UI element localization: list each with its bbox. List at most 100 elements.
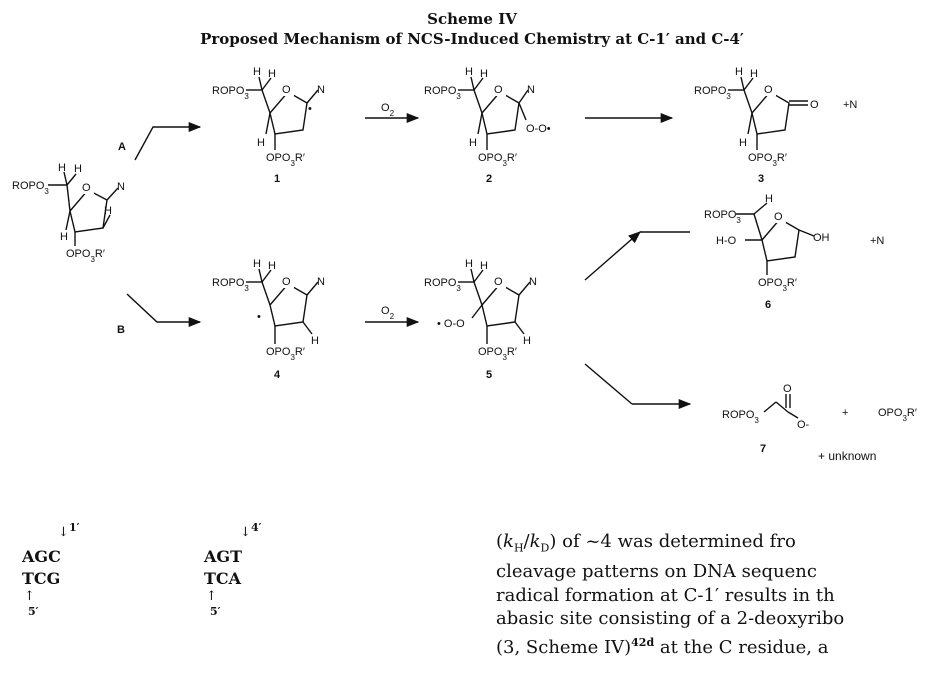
strand-right-arrow: ↑ bbox=[206, 589, 217, 604]
o2-arrow-bottom: O2 bbox=[365, 305, 420, 328]
svg-text:A: A bbox=[118, 141, 126, 153]
svg-text:H: H bbox=[469, 137, 477, 149]
o2-arrow-top: O2 bbox=[365, 102, 420, 124]
site-4-label: 4′ bbox=[251, 521, 262, 534]
svg-text:OPO3R′: OPO3R′ bbox=[266, 152, 305, 168]
ring-o: O bbox=[82, 182, 91, 194]
svg-text:H: H bbox=[480, 68, 488, 80]
seq-right-bottom: TCA bbox=[204, 569, 242, 588]
svg-text:H: H bbox=[104, 205, 112, 217]
svg-text:H: H bbox=[750, 68, 758, 80]
site-1-arrow: ↓ bbox=[58, 525, 69, 540]
compound-4-label: 4 bbox=[274, 369, 281, 381]
svg-text:O: O bbox=[282, 276, 291, 288]
svg-text:O: O bbox=[810, 99, 819, 111]
svg-text:O2: O2 bbox=[381, 305, 395, 321]
compound-3-label: 3 bbox=[758, 173, 764, 185]
svg-text:ROPO3: ROPO3 bbox=[424, 277, 461, 293]
svg-text:H: H bbox=[268, 68, 276, 80]
compound-6: O OH H-O ROPO3 H OPO3R′ 6 +N bbox=[704, 193, 884, 311]
svg-text:H: H bbox=[311, 335, 319, 347]
svg-text:H: H bbox=[74, 163, 82, 175]
svg-text:O: O bbox=[774, 211, 783, 223]
svg-text:N: N bbox=[317, 84, 325, 96]
svg-text:H: H bbox=[739, 137, 747, 149]
strand-left-arrow: ↑ bbox=[24, 589, 35, 604]
strand-left-label: 5′ bbox=[28, 605, 39, 618]
compound-5: O N H • O-O ROPO3 H H OPO3R′ 5 bbox=[424, 258, 537, 381]
seq-right-top: AGT bbox=[204, 547, 242, 566]
svg-text:ROPO3: ROPO3 bbox=[722, 409, 759, 425]
svg-text:H: H bbox=[257, 137, 265, 149]
site-1-label: 1′ bbox=[69, 521, 80, 534]
compound-6-label: 6 bbox=[765, 299, 771, 311]
body-text: (kH/kD) of ~4 was determined fro cleavag… bbox=[496, 530, 944, 659]
svg-text:H: H bbox=[735, 66, 743, 78]
svg-text:•: • bbox=[257, 311, 261, 323]
svg-text:O: O bbox=[783, 383, 792, 395]
compound-7-label: 7 bbox=[760, 443, 766, 455]
svg-text:OPO3R′: OPO3R′ bbox=[878, 407, 917, 423]
seq-left-top: AGC bbox=[22, 547, 61, 566]
body-line-1: (kH/kD) of ~4 was determined fro bbox=[496, 531, 796, 555]
arrow-5-to-7 bbox=[584, 363, 633, 405]
compound-5-label: 5 bbox=[486, 369, 492, 381]
compound-1: O N • H ROPO3 H H OPO3R′ 1 bbox=[212, 66, 325, 185]
svg-text:OPO3R′: OPO3R′ bbox=[478, 152, 517, 168]
site-4-arrow: ↓ bbox=[240, 525, 251, 540]
strand-right-label: 5′ bbox=[210, 605, 221, 618]
svg-text:• O-O: • O-O bbox=[437, 318, 465, 330]
svg-text:O2: O2 bbox=[381, 102, 395, 118]
svg-text:OH: OH bbox=[813, 232, 830, 244]
svg-text:H: H bbox=[465, 66, 473, 78]
svg-text:O-O•: O-O• bbox=[526, 123, 551, 135]
scheme-title: Scheme IV bbox=[427, 10, 517, 28]
svg-text:O: O bbox=[282, 84, 291, 96]
svg-text:+N: +N bbox=[843, 99, 857, 111]
starting-nucleotide: O N H H ROPO3 H H OPO3R′ bbox=[12, 162, 125, 264]
svg-text:H: H bbox=[480, 260, 488, 272]
compound-2-label: 2 bbox=[486, 173, 492, 185]
arrow-5-to-6 bbox=[584, 231, 641, 281]
body-line-2: cleavage patterns on DNA sequenc bbox=[496, 561, 817, 583]
svg-text:N: N bbox=[527, 84, 535, 96]
svg-text:H: H bbox=[765, 193, 773, 205]
svg-text:OPO3R′: OPO3R′ bbox=[758, 277, 797, 293]
body-line-3: radical formation at C-1′ results in th bbox=[496, 584, 835, 606]
path-a-arrow: A bbox=[118, 121, 202, 161]
svg-text:+N: +N bbox=[870, 235, 884, 247]
svg-text:ROPO3: ROPO3 bbox=[12, 180, 49, 196]
svg-text:H-O: H-O bbox=[716, 235, 737, 247]
compound-7: ROPO3 O O- + OPO3R′ 7 + unknown bbox=[722, 383, 917, 463]
svg-text:N: N bbox=[117, 181, 125, 193]
svg-text:O: O bbox=[494, 276, 503, 288]
svg-text:H: H bbox=[253, 258, 261, 270]
compound-1-label: 1 bbox=[274, 173, 280, 185]
path-b-arrow: B bbox=[117, 293, 202, 336]
svg-text:O: O bbox=[764, 84, 773, 96]
svg-text:O-: O- bbox=[797, 419, 810, 431]
unknown-label: + unknown bbox=[818, 449, 876, 463]
sequence-sites: ↓ 1′ AGC TCG ↑ 5′ ↓ 4′ AGT TCA ↑ 5′ bbox=[22, 521, 322, 675]
svg-text:H: H bbox=[268, 260, 276, 272]
svg-text:N: N bbox=[317, 276, 325, 288]
svg-text:OPO3R′: OPO3R′ bbox=[478, 346, 517, 362]
svg-text:ROPO3: ROPO3 bbox=[212, 277, 249, 293]
svg-text:•: • bbox=[308, 103, 312, 115]
body-line-5: (3, Scheme IV)42d at the C residue, a bbox=[496, 635, 829, 658]
svg-text:OPO3R′: OPO3R′ bbox=[748, 152, 787, 168]
compound-4: O N H • ROPO3 H H OPO3R′ 4 bbox=[212, 258, 325, 381]
scheme-subtitle: Proposed Mechanism of NCS-Induced Chemis… bbox=[200, 30, 744, 48]
svg-text:H: H bbox=[58, 162, 66, 174]
compound-2: O N O-O• H ROPO3 H H OPO3R′ 2 bbox=[424, 66, 551, 185]
svg-text:ROPO3: ROPO3 bbox=[212, 85, 249, 101]
svg-text:B: B bbox=[117, 324, 125, 336]
svg-text:ROPO3: ROPO3 bbox=[704, 209, 741, 225]
seq-left-bottom: TCG bbox=[22, 569, 61, 588]
compound-3: O O H ROPO3 H H OPO3R′ 3 +N bbox=[694, 66, 857, 185]
svg-text:+: + bbox=[842, 407, 848, 419]
svg-text:OPO3R′: OPO3R′ bbox=[66, 248, 105, 264]
svg-text:ROPO3: ROPO3 bbox=[694, 85, 731, 101]
svg-text:H: H bbox=[523, 335, 531, 347]
svg-text:H: H bbox=[465, 258, 473, 270]
